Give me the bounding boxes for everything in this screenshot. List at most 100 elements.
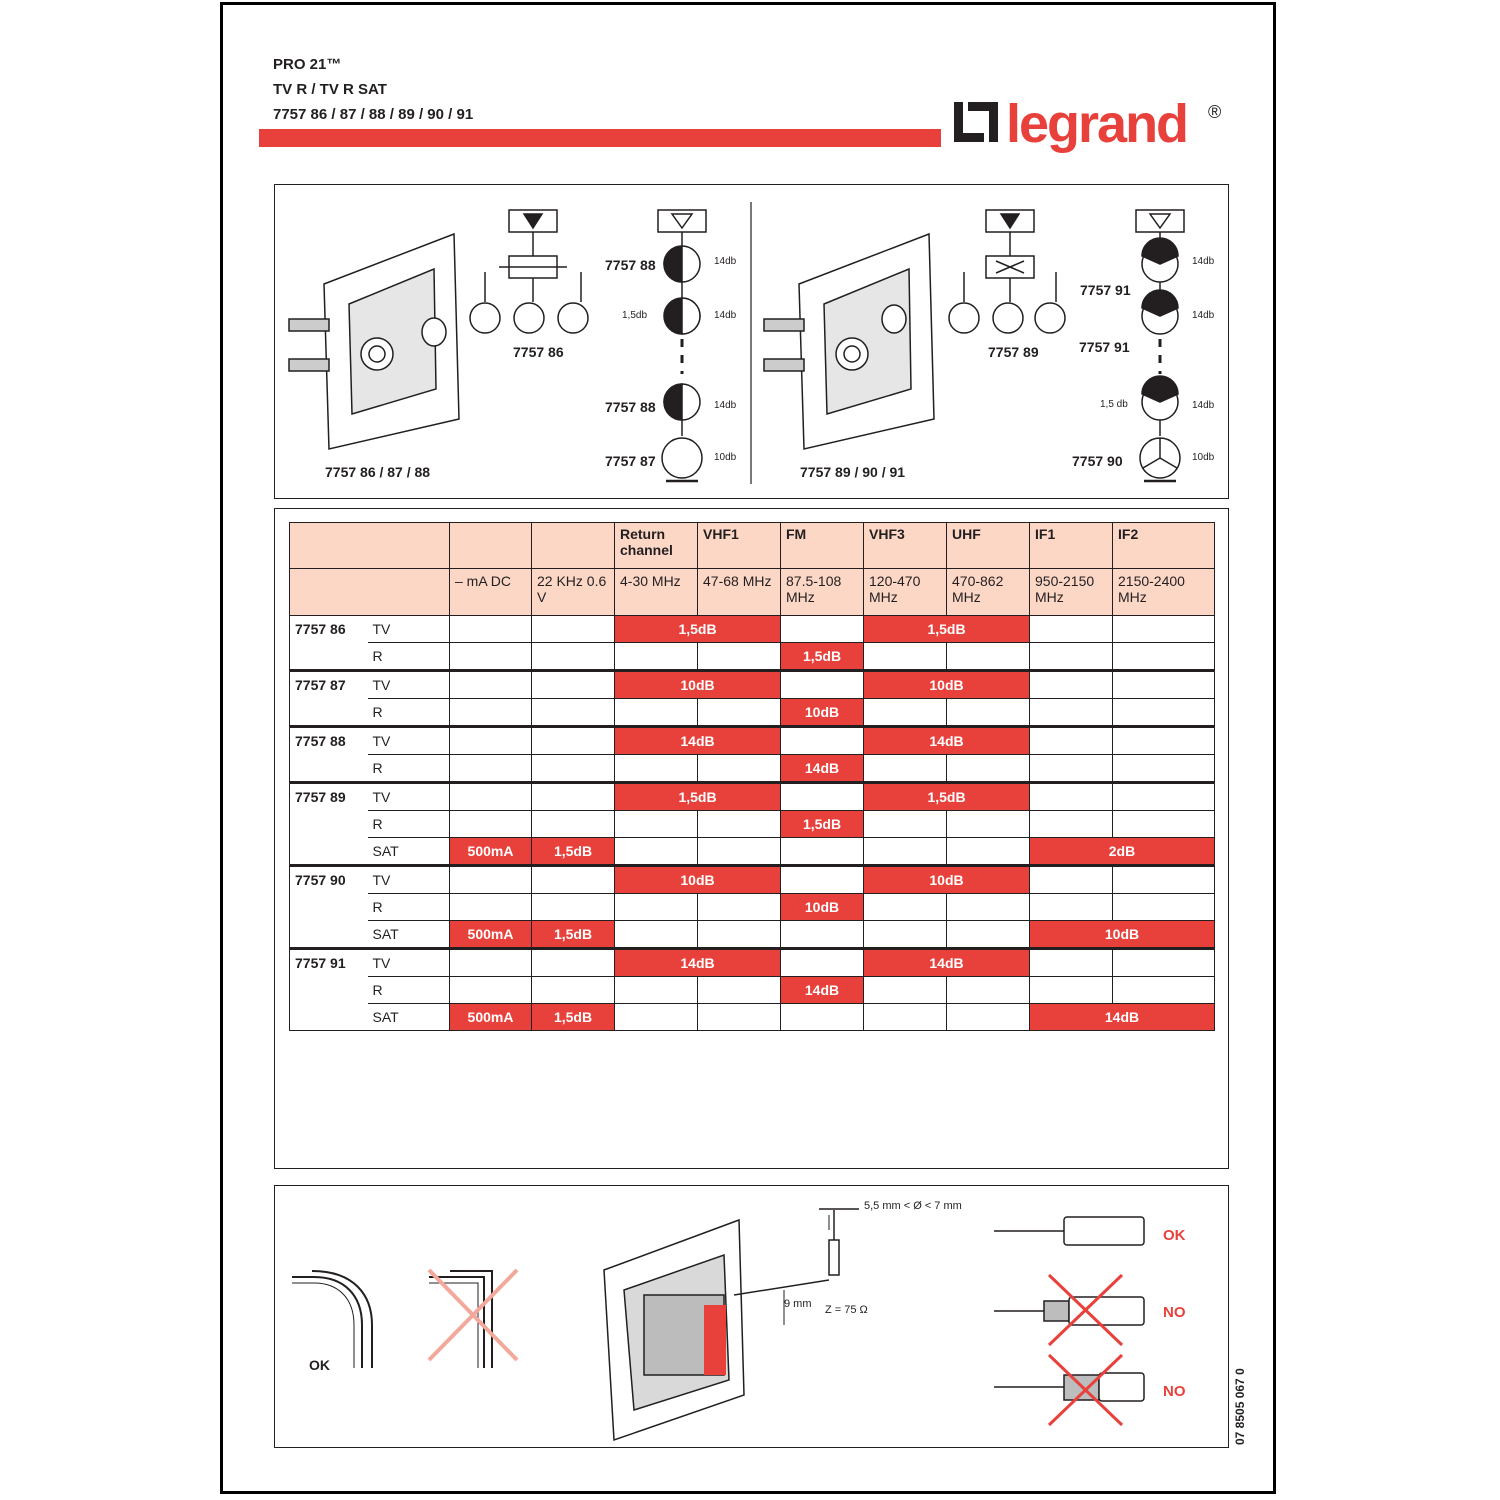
cross-icon <box>1047 1273 1124 1347</box>
brand-wordmark: legrand <box>1006 96 1187 154</box>
product-code-cell: 7757 88 <box>289 725 368 783</box>
khz-cell <box>531 947 615 977</box>
if1-cell <box>1029 810 1113 838</box>
chain-right-code-1: 7757 91 <box>1080 282 1131 298</box>
return-cell <box>614 920 698 949</box>
signal-type-cell: R <box>367 698 450 727</box>
header-cell: VHF3 <box>863 522 947 569</box>
cable-no-label-2: NO <box>1163 1383 1186 1400</box>
product-code-cell: 7757 91 <box>289 947 368 1031</box>
return-cell <box>614 754 698 783</box>
if1-cell <box>1029 615 1113 643</box>
signal-type-cell: TV <box>367 725 450 755</box>
product-code-cell: 7757 89 <box>289 781 368 866</box>
vhf1-cell <box>697 642 781 671</box>
if2-cell <box>1112 754 1215 783</box>
if2-cell <box>1112 947 1215 977</box>
vhf1-cell <box>697 810 781 838</box>
header-cell: 87.5-108 MHz <box>780 568 864 616</box>
uhf-cell <box>946 920 1030 949</box>
return-cell <box>614 1003 698 1031</box>
diagram-panel <box>274 184 1229 499</box>
khz-cell <box>531 615 615 643</box>
cable-diameter-label: 5,5 mm < Ø < 7 mm <box>864 1200 962 1212</box>
fm-cell <box>780 615 864 643</box>
khz-cell <box>531 725 615 755</box>
chain-right-loss-3: 14db <box>1192 400 1215 411</box>
chain-right-loss-1: 14db <box>1192 256 1215 267</box>
header-title: PRO 21™ <box>273 56 342 73</box>
if1-cell <box>1029 669 1113 699</box>
impedance-label: Z = 75 Ω <box>825 1304 868 1316</box>
if1-cell <box>1029 893 1113 921</box>
fm-cell <box>780 669 864 699</box>
device-label-left: 7757 86 / 87 / 88 <box>325 464 431 480</box>
uhf-cell <box>946 642 1030 671</box>
chain-left-code-1: 7757 88 <box>605 257 656 273</box>
cross-icon <box>427 1268 519 1362</box>
return-cell <box>614 837 698 866</box>
return-cell <box>614 698 698 727</box>
splitter-symbol-left <box>469 209 589 334</box>
sheet-frame <box>220 2 1276 1494</box>
khz-cell <box>531 642 615 671</box>
header-cell <box>531 522 615 569</box>
product-code-cell: 7757 86 <box>289 615 368 671</box>
header-cell: 2150-2400 MHz <box>1112 568 1215 616</box>
chain-right-code-4: 7757 90 <box>1072 453 1123 469</box>
vhf3-cell <box>863 810 947 838</box>
vhf3-cell <box>863 754 947 783</box>
chain-left-loss-1: 14db <box>714 256 737 267</box>
vhf1-cell <box>697 837 781 866</box>
if1-cell <box>1029 976 1113 1004</box>
uhf-cell <box>946 698 1030 727</box>
khz-cell <box>531 698 615 727</box>
if1-cell <box>1029 725 1113 755</box>
header-product-codes: 7757 86 / 87 / 88 / 89 / 90 / 91 <box>273 106 474 123</box>
fm-cell: 14dB <box>780 976 864 1004</box>
fm-cell: 10dB <box>780 698 864 727</box>
product-code-cell: 7757 90 <box>289 864 368 949</box>
khz-cell: 1,5dB <box>531 837 615 866</box>
signal-type-cell: R <box>367 754 450 783</box>
installation-drawings <box>292 1208 1145 1442</box>
if2-cell <box>1112 810 1215 838</box>
header-cell: 470-862 MHz <box>946 568 1030 616</box>
header-subtitle: TV R / TV R SAT <box>273 81 387 98</box>
if-cell: 10dB <box>1029 920 1215 949</box>
wiring-diagrams <box>288 202 1185 484</box>
signal-type-cell: TV <box>367 947 450 977</box>
if1-cell <box>1029 781 1113 811</box>
if1-cell <box>1029 947 1113 977</box>
header-cell: IF1 <box>1029 522 1113 569</box>
strip-length-label: 9 mm <box>784 1298 812 1310</box>
khz-cell <box>531 754 615 783</box>
legrand-logo: legrand ® <box>954 96 1221 154</box>
splitter-symbol-right <box>948 209 1066 334</box>
if1-cell <box>1029 754 1113 783</box>
signal-type-cell: SAT <box>367 1003 450 1031</box>
if2-cell <box>1112 976 1215 1004</box>
registered-mark: ® <box>1208 102 1221 122</box>
khz-cell: 1,5dB <box>531 1003 615 1031</box>
if-cell: 2dB <box>1029 837 1215 866</box>
if2-cell <box>1112 864 1215 894</box>
signal-type-cell: SAT <box>367 837 450 866</box>
header-cell: – mA DC <box>449 568 532 616</box>
cable-no-shield-drawing <box>994 1296 1145 1326</box>
chain-right-note-3: 1,5 db <box>1100 399 1128 410</box>
return-cell <box>614 642 698 671</box>
dc-cell <box>449 642 532 671</box>
vhf1-cell <box>697 754 781 783</box>
fm-cell: 1,5dB <box>780 642 864 671</box>
vhf3-cell <box>863 893 947 921</box>
khz-cell: 1,5dB <box>531 920 615 949</box>
uhf-cell <box>946 1003 1030 1031</box>
header-cell: 120-470 MHz <box>863 568 947 616</box>
